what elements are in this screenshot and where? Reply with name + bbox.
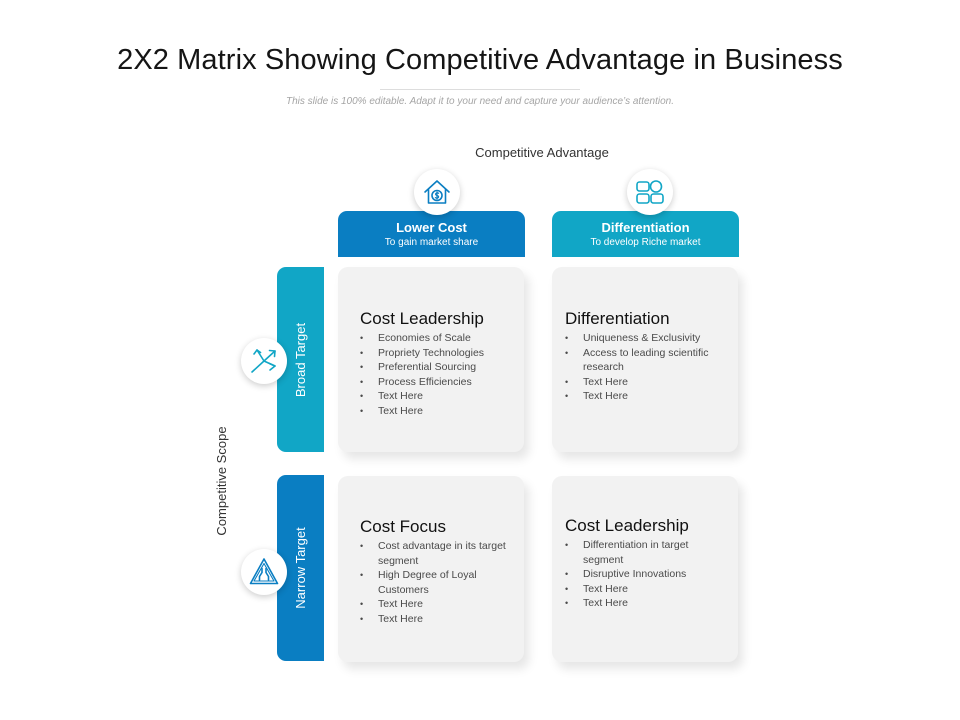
list-item: Preferential Sourcing <box>360 360 514 375</box>
list-item: Propriety Technologies <box>360 346 514 361</box>
column-subtitle: To gain market share <box>384 237 479 248</box>
column-header-lower-cost: Lower Cost To gain market share <box>338 211 525 257</box>
axis-label-competitive-advantage: Competitive Advantage <box>475 145 609 160</box>
quadrant-list: Differentiation in target segment Disrup… <box>565 538 728 611</box>
list-item: Text Here <box>360 404 514 419</box>
list-item: Text Here <box>565 389 728 404</box>
list-item: Text Here <box>565 596 728 611</box>
slide-subtitle: This slide is 100% editable. Adapt it to… <box>285 96 675 107</box>
column-header-differentiation: Differentiation To develop Riche market <box>552 211 739 257</box>
quadrant-differentiation-broad: Differentiation Uniqueness & Exclusivity… <box>552 267 738 452</box>
list-item: Process Efficiencies <box>360 375 514 390</box>
quadrant-title: Differentiation <box>565 309 670 328</box>
shapes-grid-icon <box>627 169 673 215</box>
list-item: Cost advantage in its target segment <box>360 539 514 568</box>
list-item: Differentiation in target segment <box>565 538 728 567</box>
row-label: Narrow Target <box>292 527 308 609</box>
list-item: Uniqueness & Exclusivity <box>565 331 728 346</box>
column-title: Lower Cost <box>396 220 467 235</box>
column-subtitle: To develop Riche market <box>590 237 701 248</box>
slide-title: 2X2 Matrix Showing Competitive Advantage… <box>117 44 843 76</box>
list-item: Disruptive Innovations <box>565 567 728 582</box>
arrows-diverge-icon <box>241 338 287 384</box>
quadrant-list: Uniqueness & Exclusivity Access to leadi… <box>565 331 728 404</box>
list-item: Text Here <box>360 597 514 612</box>
column-title: Differentiation <box>601 220 690 235</box>
quadrant-cost-focus-narrow: Cost Focus Cost advantage in its target … <box>338 476 524 662</box>
quadrant-list: Cost advantage in its target segment Hig… <box>360 539 514 626</box>
title-divider <box>380 89 580 90</box>
list-item: Text Here <box>360 612 514 627</box>
quadrant-title: Cost Focus <box>360 517 446 536</box>
quadrant-cost-leadership-narrow: Cost Leadership Differentiation in targe… <box>552 476 738 662</box>
quadrant-cost-leadership-broad: Cost Leadership Economies of Scale Propr… <box>338 267 524 452</box>
list-item: Economies of Scale <box>360 331 514 346</box>
house-dollar-icon <box>414 169 460 215</box>
road-narrows-icon <box>241 549 287 595</box>
quadrant-title: Cost Leadership <box>360 309 484 328</box>
quadrant-title: Cost Leadership <box>565 516 689 535</box>
list-item: Text Here <box>360 389 514 404</box>
list-item: High Degree of Loyal Customers <box>360 568 514 597</box>
axis-label-competitive-scope: Competitive Scope <box>214 426 229 536</box>
list-item: Access to leading scientific research <box>565 346 728 375</box>
quadrant-list: Economies of Scale Propriety Technologie… <box>360 331 514 418</box>
list-item: Text Here <box>565 375 728 390</box>
row-label: Broad Target <box>292 322 308 397</box>
list-item: Text Here <box>565 582 728 597</box>
